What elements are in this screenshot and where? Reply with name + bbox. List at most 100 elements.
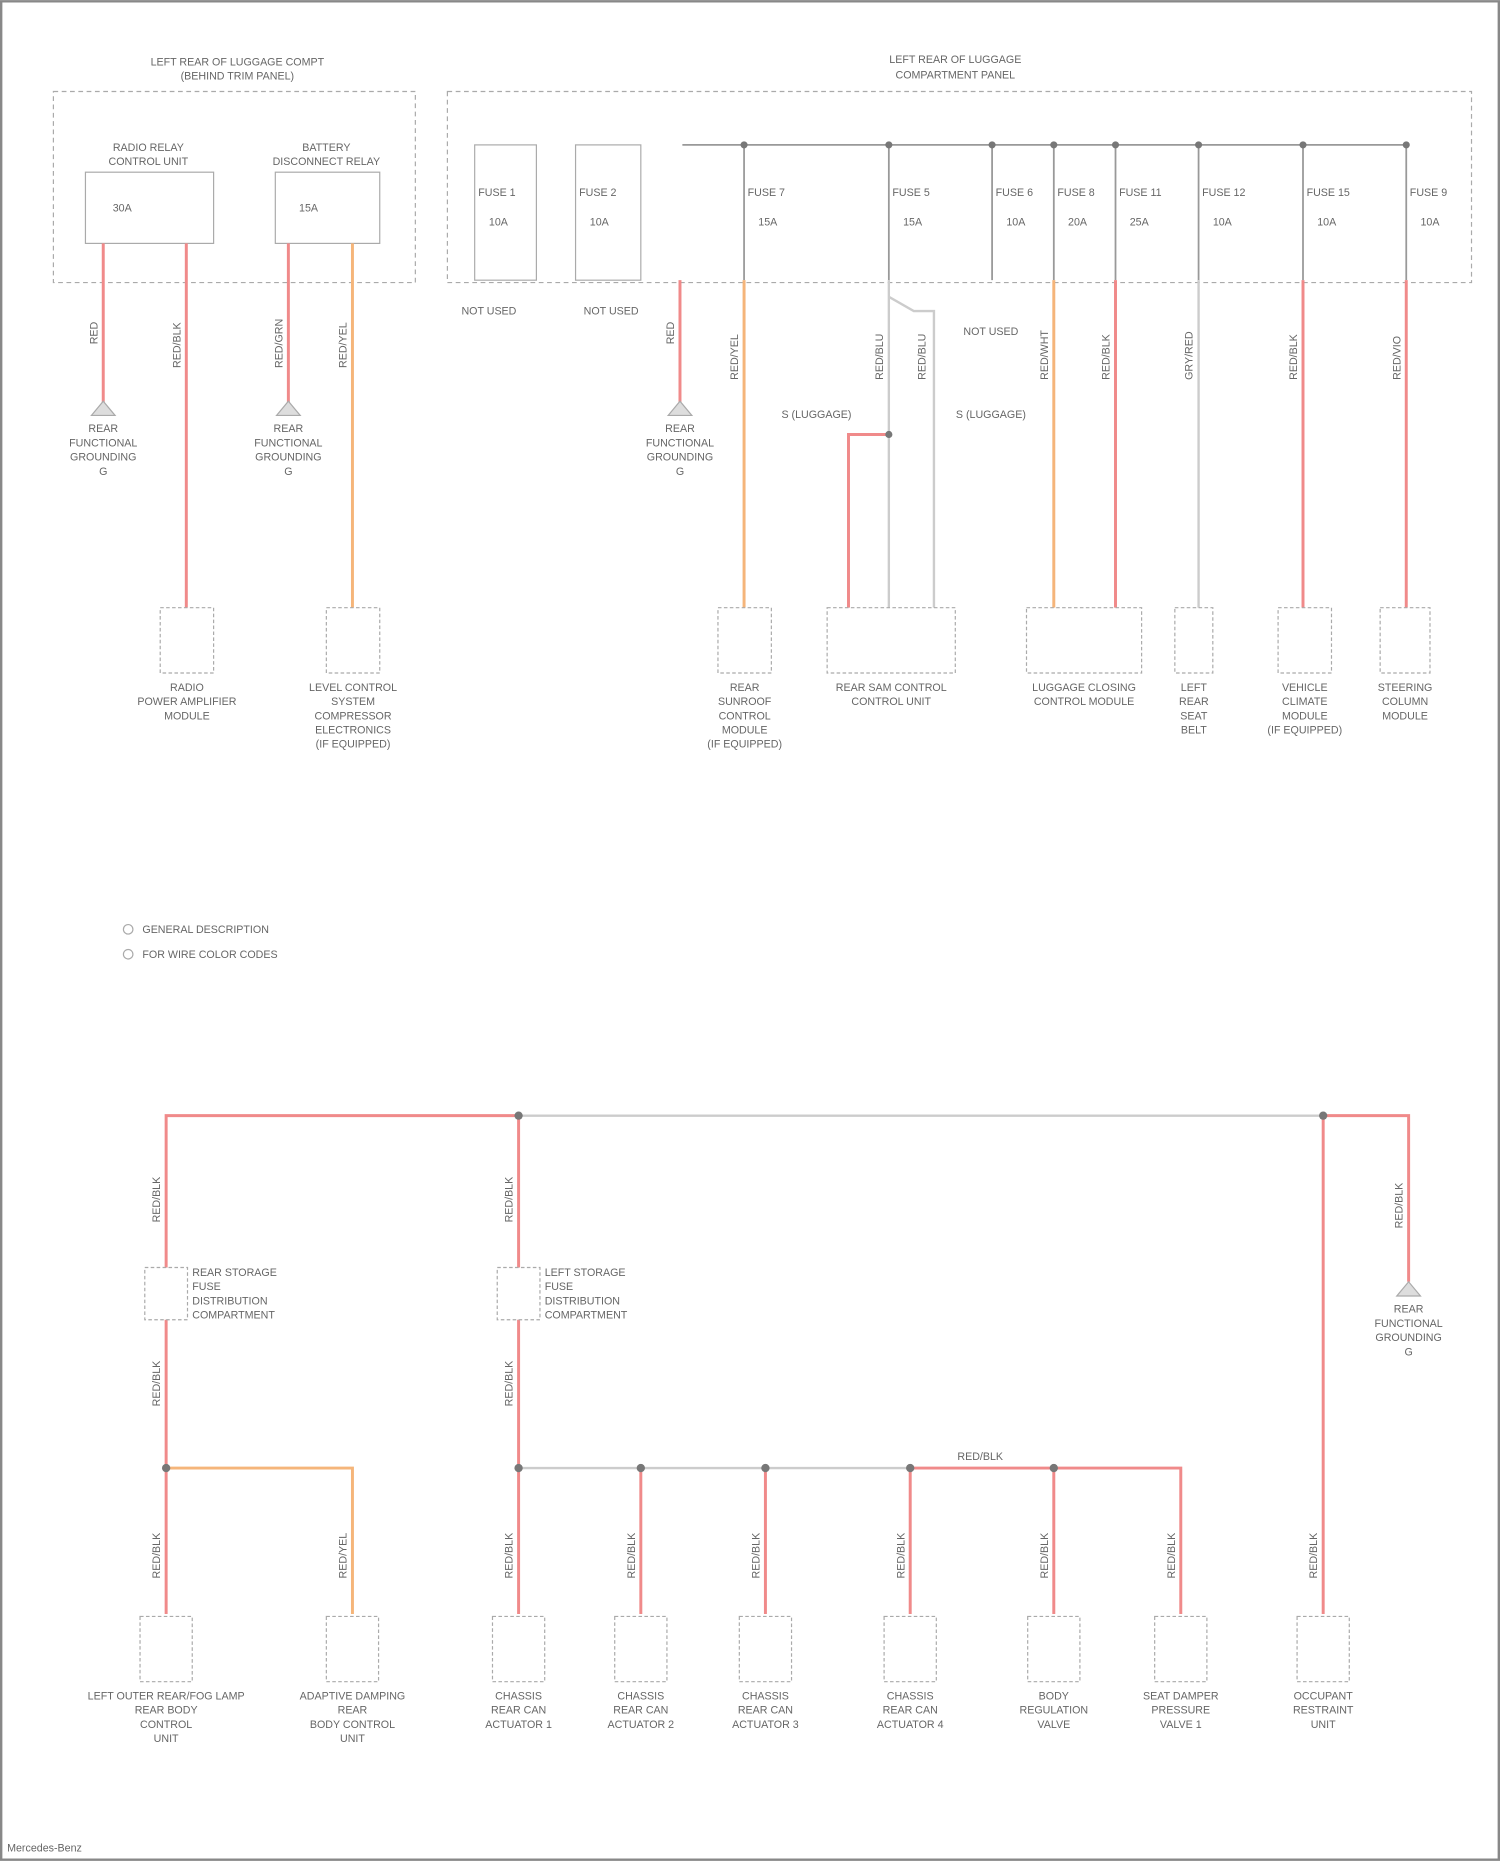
wire-color-label: RED/WHT xyxy=(1039,330,1051,380)
component-label: RESTRAINT xyxy=(1293,1705,1354,1717)
ground-label: G xyxy=(676,466,684,478)
ground-icon xyxy=(91,401,115,415)
fuse-block-label: COMPARTMENT xyxy=(545,1310,628,1322)
not-used-label: NOT USED xyxy=(963,326,1018,338)
wire-color-label: RED/BLK xyxy=(504,1177,516,1223)
fuse-block-label: REAR STORAGE xyxy=(192,1267,277,1279)
wire-color-label: RED/BLU xyxy=(917,334,929,380)
component-label: REAR SAM CONTROL xyxy=(836,682,947,694)
component-label: BODY xyxy=(1039,1690,1069,1702)
junction-dot xyxy=(885,431,892,438)
relay-label: DISCONNECT RELAY xyxy=(273,156,381,168)
component-label: BELT xyxy=(1181,725,1207,737)
not-used-label: NOT USED xyxy=(461,306,516,318)
component-label: CONTROL MODULE xyxy=(1034,696,1134,708)
ground-label: FUNCTIONAL xyxy=(646,437,714,449)
fuse-amp: 10A xyxy=(1006,217,1026,229)
component-label: (IF EQUIPPED) xyxy=(316,739,391,751)
wire-color-label: RED/BLK xyxy=(1394,1183,1406,1229)
ground-label: G xyxy=(1404,1346,1412,1358)
component-label: CONTROL xyxy=(140,1719,192,1731)
junction-dot xyxy=(1050,1464,1058,1472)
junction-dot xyxy=(514,1111,522,1119)
component-label: SYSTEM xyxy=(331,696,375,708)
wire-color-label: RED/BLK xyxy=(151,1361,163,1407)
component xyxy=(140,1616,192,1681)
junction-dot xyxy=(637,1464,645,1472)
relay-label: CONTROL UNIT xyxy=(109,156,189,168)
component-label: ELECTRONICS xyxy=(315,725,391,737)
component-label: ACTUATOR 3 xyxy=(732,1719,799,1731)
fuse-amp: 10A xyxy=(1420,217,1440,229)
junction-dot xyxy=(1319,1111,1327,1119)
junction-dot xyxy=(906,1464,914,1472)
component-label: VEHICLE xyxy=(1282,682,1328,694)
ground-label: REAR xyxy=(88,423,118,435)
component-label: SEAT xyxy=(1180,710,1208,722)
component-label: COMPRESSOR xyxy=(314,710,391,722)
fuse-amp: 15A xyxy=(903,217,923,229)
component-label: LEVEL CONTROL xyxy=(309,682,397,694)
fuse-amp: 25A xyxy=(1130,217,1150,229)
fuse-block-label: DISTRIBUTION xyxy=(545,1295,620,1307)
component-label: PRESSURE xyxy=(1151,1705,1210,1717)
wire-color-label: RED/BLK xyxy=(504,1361,516,1407)
junction-dot xyxy=(761,1464,769,1472)
component-label: (IF EQUIPPED) xyxy=(1267,725,1342,737)
wire-color-label: RED/BLK xyxy=(504,1533,516,1579)
fuse-block xyxy=(145,1268,188,1320)
component-label: UNIT xyxy=(1311,1719,1336,1731)
component-label: REAR CAN xyxy=(738,1705,793,1717)
component-label: REAR CAN xyxy=(491,1705,546,1717)
component-label: LUGGAGE CLOSING xyxy=(1032,682,1136,694)
ground-label: G xyxy=(284,466,292,478)
ground-label: FUNCTIONAL xyxy=(1375,1318,1443,1330)
component-label: REGULATION xyxy=(1020,1705,1089,1717)
ground-label: GROUNDING xyxy=(70,452,136,464)
ground-label: GROUNDING xyxy=(1375,1332,1441,1344)
component-label: CHASSIS xyxy=(617,1690,664,1702)
component-label: VALVE 1 xyxy=(1160,1719,1202,1731)
fuse-box xyxy=(576,145,641,280)
junction-dot xyxy=(1299,141,1306,148)
not-used-label: NOT USED xyxy=(584,306,639,318)
wire-color-label: GRY/RED xyxy=(1184,331,1196,380)
component-label: CHASSIS xyxy=(742,1690,789,1702)
fuse-name: FUSE 6 xyxy=(996,187,1033,199)
ground-label: GROUNDING xyxy=(255,452,321,464)
junction-dot xyxy=(1112,141,1119,148)
relay-rating: 30A xyxy=(113,202,133,214)
wire-color-label: RED/BLK xyxy=(151,1177,163,1223)
fuse-amp: 10A xyxy=(489,217,509,229)
component xyxy=(827,608,955,673)
junction-dot xyxy=(514,1464,522,1472)
footer-text: Mercedes-Benz xyxy=(7,1842,82,1854)
wire-color-label: RED/YEL xyxy=(338,322,350,368)
wire-color-label: RED/BLK xyxy=(750,1533,762,1579)
fuse-amp: 20A xyxy=(1068,217,1088,229)
junction-dot xyxy=(1403,141,1410,148)
component-label: REAR CAN xyxy=(613,1705,668,1717)
panel-title: LEFT REAR OF LUGGAGE xyxy=(889,54,1021,66)
ground-label: G xyxy=(99,466,107,478)
wire-color-label: RED/VIO xyxy=(1391,336,1403,380)
component xyxy=(160,608,213,673)
component-label: MODULE xyxy=(164,710,210,722)
fuse-block-label: FUSE xyxy=(192,1281,220,1293)
wire xyxy=(848,434,888,607)
legend-item: GENERAL DESCRIPTION xyxy=(142,924,269,936)
fuse-block xyxy=(497,1268,540,1320)
component-label: CONTROL xyxy=(719,710,771,722)
junction-dot xyxy=(989,141,996,148)
fuse-name: FUSE 15 xyxy=(1307,187,1350,199)
junction-dot xyxy=(885,141,892,148)
wire-color-label: RED/BLK xyxy=(1101,334,1113,380)
wire-color-label: RED xyxy=(665,321,677,344)
fuse-amp: 10A xyxy=(1317,217,1337,229)
fuse-name: FUSE 9 xyxy=(1410,187,1447,199)
wire-color-label: RED/BLK xyxy=(1288,334,1300,380)
component-label: CONTROL UNIT xyxy=(851,696,931,708)
junction-dot xyxy=(741,141,748,148)
component-label: MODULE xyxy=(722,725,768,737)
relay-box xyxy=(85,172,213,243)
